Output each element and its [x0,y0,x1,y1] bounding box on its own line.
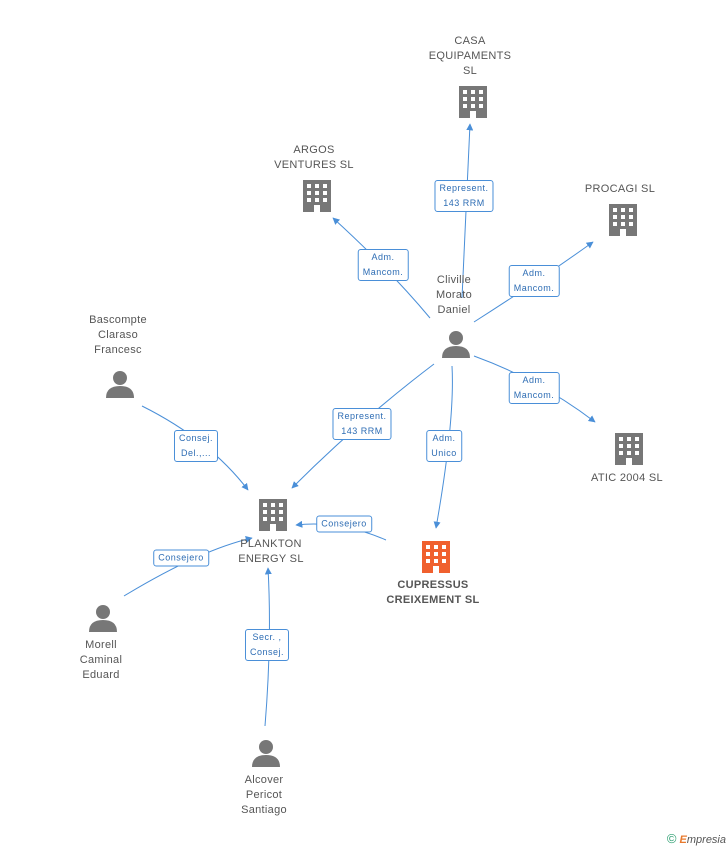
node-label-morell[interactable]: Morell Caminal Eduard [79,639,123,681]
building-icon [609,204,637,236]
building-icon [259,499,287,531]
brand-initial: E [679,834,687,846]
relation-box-atic[interactable]: Adm. Mancom. [508,372,560,404]
person-icon [442,331,470,358]
brand-name: mpresia [686,834,726,846]
empresia-watermark: © Empresia [667,831,726,846]
main-company-building-icon [422,541,450,573]
node-label-argos[interactable]: ARGOS VENTURES SL [274,144,354,171]
node-label-cliville[interactable]: Cliville Morato Daniel [435,274,473,316]
node-label-procagi[interactable]: PROCAGI SL [584,183,656,195]
node-label-plankton[interactable]: PLANKTON ENERGY SL [238,538,304,565]
building-icon [459,86,487,118]
person-icon [89,605,117,632]
relation-box-alcover[interactable]: Secr. , Consej. [244,629,290,661]
building-icon [303,180,331,212]
relation-box-cupressus-plankton[interactable]: Consejero [316,515,372,533]
relation-box-cupressus[interactable]: Adm. Unico [426,430,462,462]
relation-box-procagi[interactable]: Adm. Mancom. [508,265,560,297]
relation-box-argos[interactable]: Adm. Mancom. [357,249,409,281]
person-icon [252,740,280,767]
relation-box-bascompte[interactable]: Consej. Del.,... [173,430,219,462]
relation-box-morell[interactable]: Consejero [153,549,209,567]
node-label-bascompte[interactable]: Bascompte Claraso Francesc [89,314,147,356]
person-icon [106,371,134,398]
relation-box-casa[interactable]: Represent. 143 RRM [434,180,494,212]
node-label-alcover[interactable]: Alcover Pericot Santiago [241,774,287,816]
node-label-cupressus[interactable]: CUPRESSUS CREIXEMENT SL [386,579,480,606]
building-icon [615,433,643,465]
node-label-casa[interactable]: CASA EQUIPAMENTS SL [428,35,512,77]
relation-box-plankton-cliville[interactable]: Represent. 143 RRM [332,408,392,440]
node-label-atic[interactable]: ATIC 2004 SL [591,472,663,484]
edge-morell-plankton [123,536,253,597]
copyright-icon: © [666,831,677,846]
